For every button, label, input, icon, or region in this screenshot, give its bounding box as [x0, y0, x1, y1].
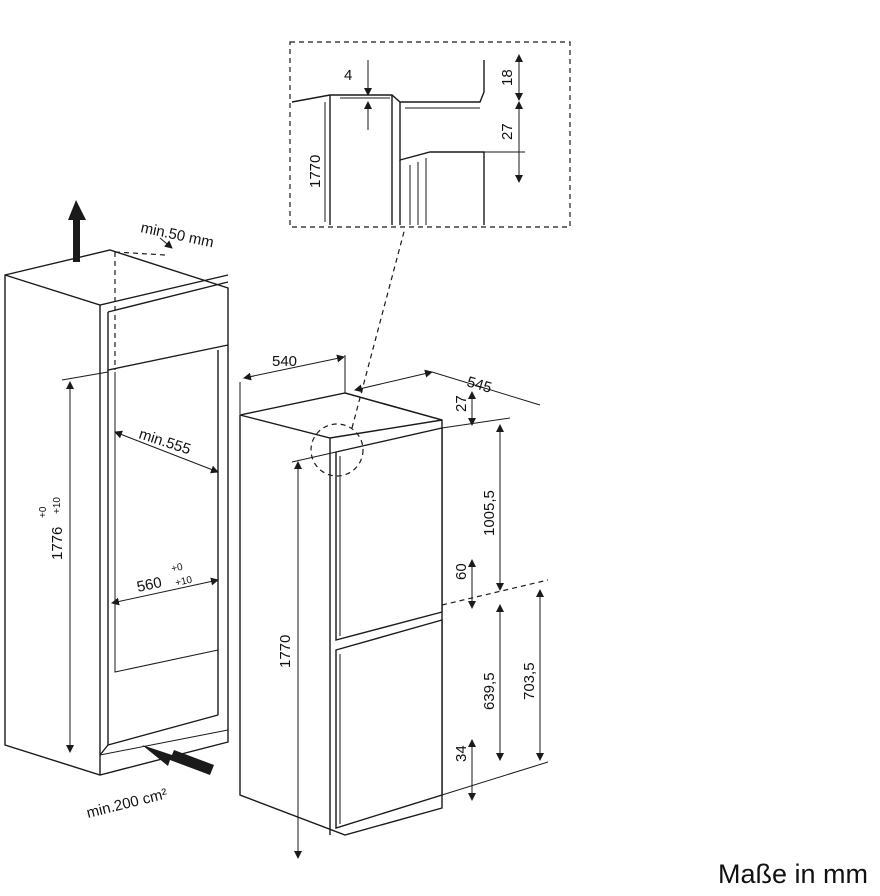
freezer-total-label: 703,5: [521, 662, 538, 700]
detail-4-label: 4: [344, 67, 352, 84]
vent-bottom-label: min.200 cm²: [85, 785, 169, 821]
niche-height-tol-bottom: +10: [52, 497, 63, 514]
niche-width-tol-top: +0: [170, 562, 184, 575]
niche-width-label: 560: [135, 574, 163, 596]
niche-height-tol-top: +0: [38, 506, 49, 518]
detail-18-label: 18: [499, 69, 516, 86]
appliance-height-label: 1770: [277, 635, 294, 668]
freezer-door-label: 639,5: [481, 672, 498, 710]
units-caption: Maße in mm: [717, 859, 868, 889]
detail-27-label: 27: [499, 123, 516, 140]
detail-inset: [289, 41, 571, 228]
top-gap-label: 27: [453, 395, 470, 412]
vent-top-label: min.50 mm: [139, 219, 215, 251]
niche-depth-line: [114, 430, 219, 474]
appliance-body: [239, 392, 443, 836]
appliance-depth-label: 545: [465, 374, 494, 397]
detail-1770-label: 1770: [307, 155, 324, 188]
detail-leader-line: [351, 227, 406, 429]
niche-width-line: [111, 577, 219, 606]
vent-arrow-in: [142, 745, 214, 775]
door-gap-label: 60: [453, 563, 470, 580]
fridge-door-label: 1005,5: [481, 490, 498, 536]
niche-height-label: 1776: [49, 527, 66, 560]
niche-width-tol-bottom: +10: [174, 575, 193, 589]
vent-arrow-up: [68, 200, 86, 262]
bottom-gap-label: 34: [453, 745, 470, 762]
installation-niche: [4, 249, 229, 776]
appliance-width-label: 540: [272, 353, 297, 370]
detail-callout-circle: [310, 423, 364, 477]
